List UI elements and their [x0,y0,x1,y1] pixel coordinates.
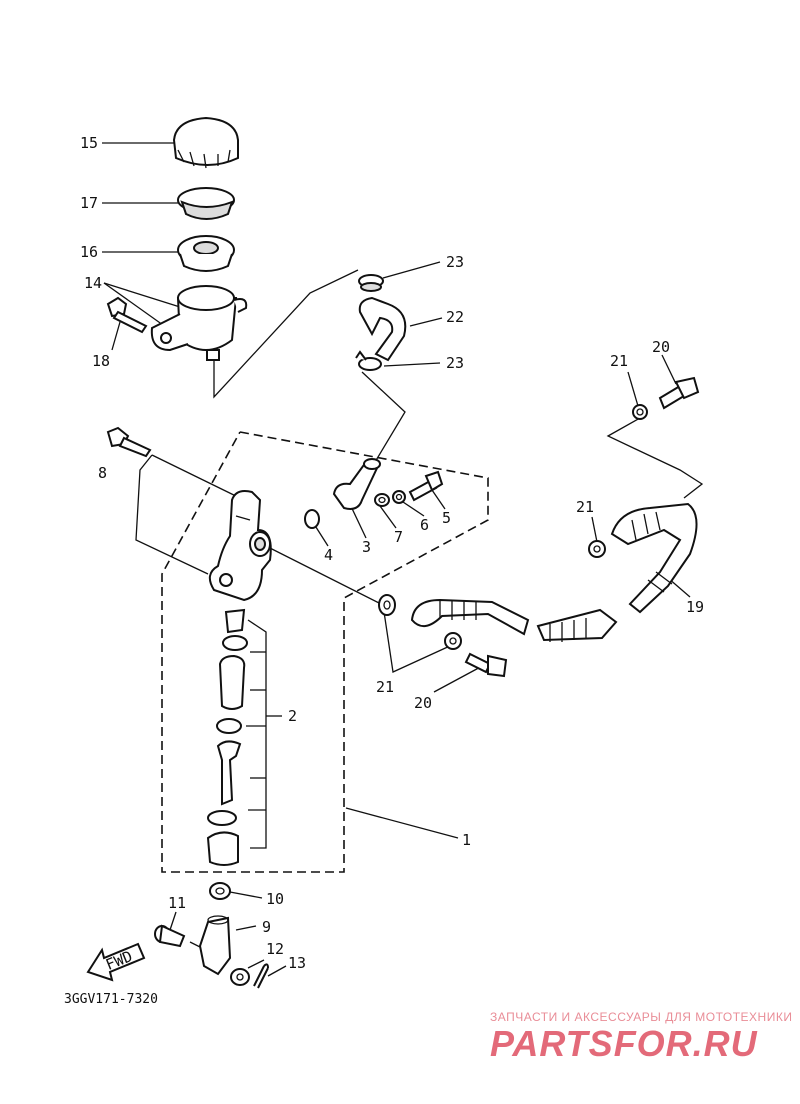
callout-4: 4 [324,546,333,564]
callout-5: 5 [442,509,451,527]
callout-16: 16 [80,243,98,261]
bolt-8 [106,426,152,458]
bolt-18 [106,296,148,334]
reservoir-cap-15 [172,116,239,169]
callout-20-lower: 20 [414,694,432,712]
washer-21-lower [378,594,396,616]
callout-8: 8 [98,464,107,482]
washer-21-middle [588,540,606,558]
callout-15: 15 [80,134,98,152]
callout-labels: 15 17 16 14 18 23 22 23 21 20 8 21 19 4 … [80,134,704,972]
callout-3: 3 [362,538,371,556]
callout-12: 12 [266,940,284,958]
callout-1: 1 [462,831,471,849]
callout-18: 18 [92,352,110,370]
washer-21-banjo [444,632,462,650]
pin-11 [154,924,186,948]
leader-lines [102,142,704,977]
diagram-code: 3GGV171-7320 [64,992,158,1007]
washer-7 [374,493,390,507]
callout-14: 14 [84,274,102,292]
callout-13: 13 [288,954,306,972]
assembly-outline [161,431,489,873]
piston-kit-2 [206,608,248,866]
callout-21-upper: 21 [610,352,628,370]
screw-5 [408,470,444,502]
callout-6: 6 [420,516,429,534]
callout-17: 17 [80,194,98,212]
callout-20-upper: 20 [652,338,670,356]
clevis-9 [198,915,232,976]
clamp-23-top [358,274,384,292]
callout-21-lower: 21 [376,678,394,696]
callout-23-top: 23 [446,253,464,271]
hose-22 [358,296,407,362]
o-ring-4 [304,509,320,529]
callout-10: 10 [266,890,284,908]
master-cylinder-body [208,490,272,602]
washer-12 [230,968,250,986]
clamp-23-bottom [355,350,382,371]
diaphragm-16 [177,235,235,272]
fitting-3 [332,458,381,510]
washer-6 [392,490,406,504]
diaphragm-plate-17 [177,187,235,220]
watermark-tagline: ЗАПЧАСТИ И АКСЕССУАРЫ ДЛЯ МОТОТЕХНИКИ [490,1010,792,1024]
cotter-pin-13 [253,963,269,989]
watermark-logo: PARTSFOR.RU [490,1023,758,1064]
callout-9: 9 [262,918,271,936]
brake-hose-19 [410,502,698,642]
fwd-arrow-icon: FWD [86,942,146,982]
callout-19: 19 [686,598,704,616]
callout-23-bottom: 23 [446,354,464,372]
callout-22: 22 [446,308,464,326]
washer-21-upper [632,404,648,420]
callout-11: 11 [168,894,186,912]
callout-21-middle: 21 [576,498,594,516]
bolt-20-lower [464,652,508,678]
callout-2: 2 [288,707,297,725]
nut-10 [209,882,231,900]
watermark: ЗАПЧАСТИ И АКСЕССУАРЫ ДЛЯ МОТОТЕХНИКИ PA… [490,1010,792,1064]
reservoir-tank-14 [150,285,248,361]
callout-7: 7 [394,528,403,546]
bolt-20-upper [658,376,700,410]
